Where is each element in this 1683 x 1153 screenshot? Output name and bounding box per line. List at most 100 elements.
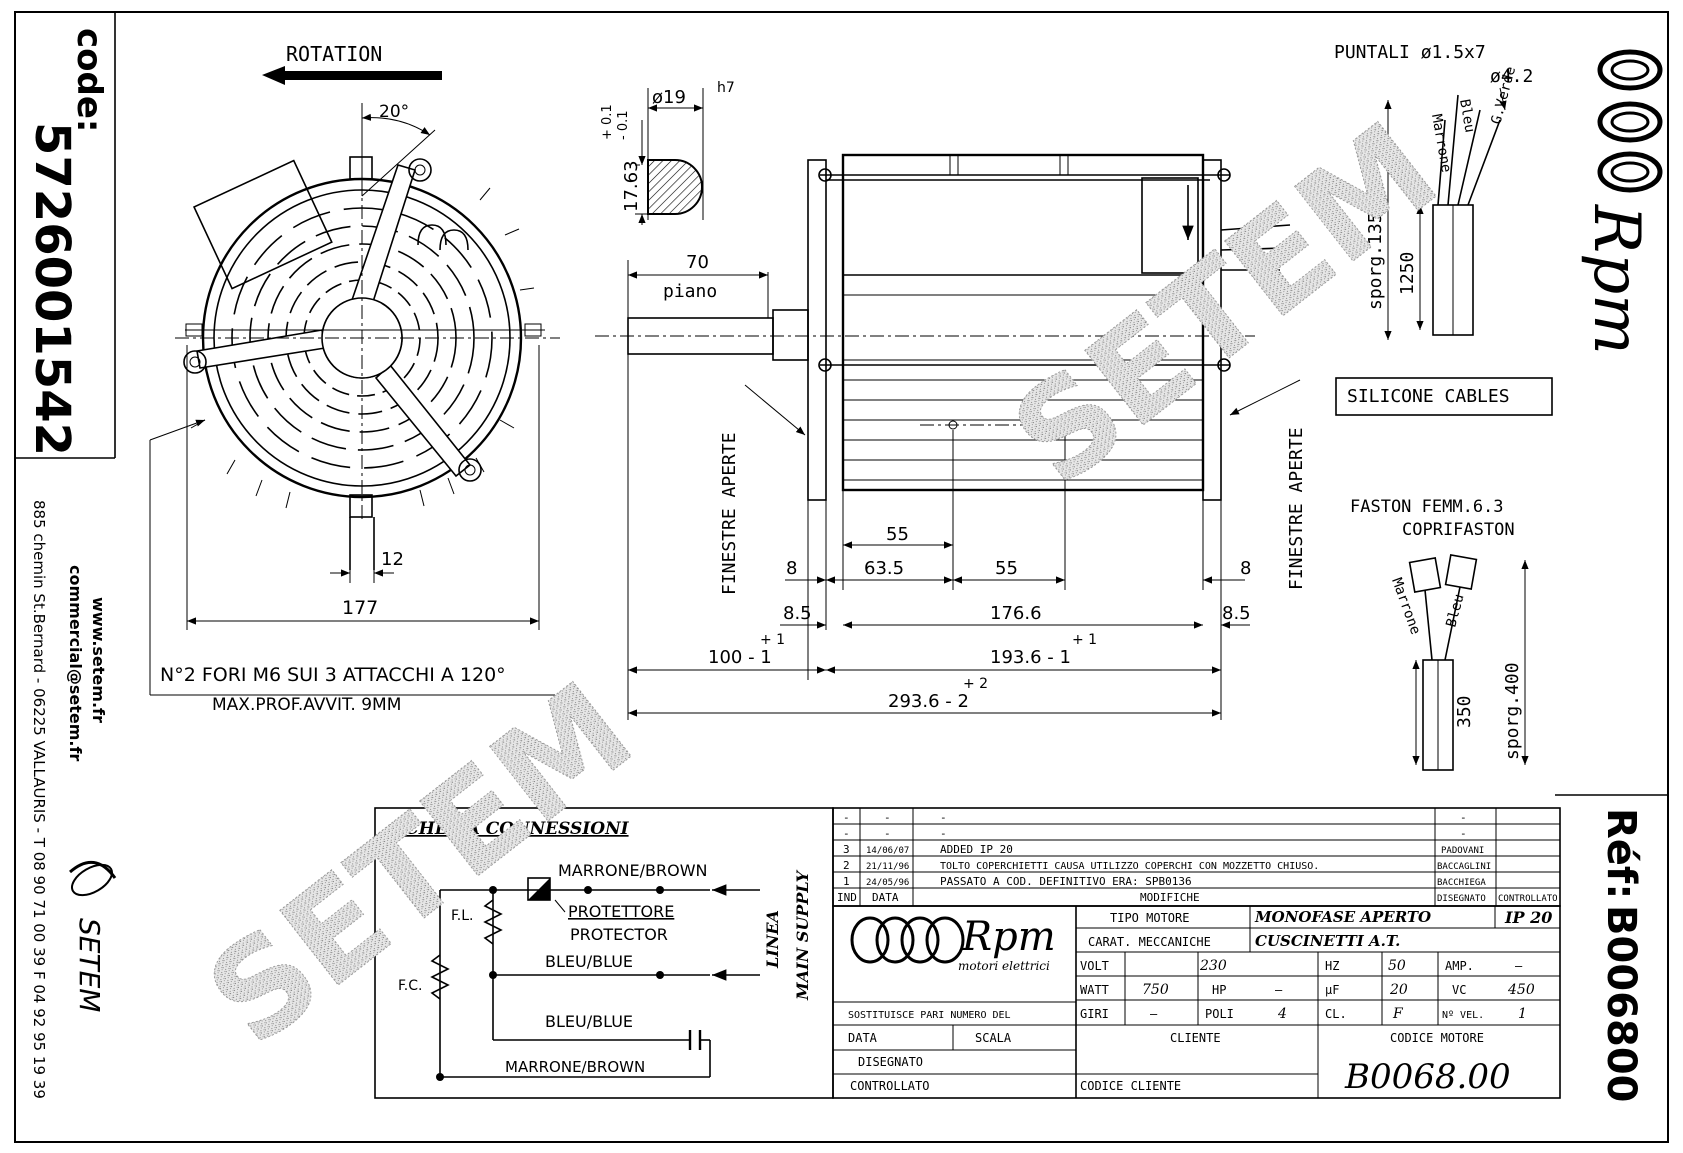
dim-70: 70 (686, 252, 709, 273)
tipo-motore-value: MONOFASE APERTO (1254, 908, 1431, 926)
sporg-400: sporg.400 (1502, 662, 1523, 760)
volt-label: VOLT (1080, 959, 1109, 973)
title-motori: motori elettrici (958, 959, 1050, 973)
dim-293-6: 293.6 - 2 (888, 691, 969, 712)
tipo-motore-label: TIPO MOTORE (1110, 911, 1189, 925)
code-label: code: (69, 28, 109, 133)
rpm-rings-logo (1597, 49, 1663, 193)
vel-value: 1 (1518, 1006, 1527, 1022)
rev-0-text: - (940, 811, 947, 824)
email: commercial@setem.fr (66, 565, 85, 761)
uf-label: µF (1325, 983, 1339, 997)
ip-rating: IP 20 (1504, 908, 1552, 927)
dim-8-5-left: 8.5 (783, 603, 812, 624)
dim-100: 100 - 1 (708, 647, 772, 668)
hz-label: HZ (1325, 959, 1339, 973)
dim-193-6: 193.6 - 1 (990, 647, 1071, 668)
sheet-border (14, 11, 1669, 1143)
rev-4-by: BACCHIEGA (1437, 878, 1486, 888)
uf-value: 20 (1389, 982, 1408, 998)
len-350: 350 (1454, 695, 1475, 728)
rev-4-text: PASSATO A COD. DEFINITIVO ERA: SPB0136 (940, 875, 1192, 888)
rev-header-ind: IND (837, 891, 857, 904)
setem-swoosh-logo (69, 861, 117, 897)
address: 885 chemin St.Bernard - 06225 VALLAURIS … (30, 500, 48, 1099)
mounting-note-2: MAX.PROF.AVVIT. 9MM (212, 695, 401, 715)
fl-label: F.L. (451, 908, 474, 924)
dim-63-5: 63.5 (864, 558, 904, 579)
rev-1-by: - (1460, 827, 1467, 840)
volt-value: 230 (1199, 958, 1227, 974)
rev-2-date: 14/06/07 (866, 846, 909, 856)
rev-3-date: 21/11/96 (866, 862, 909, 872)
piano-label: piano (663, 281, 717, 302)
dim-193-tol-up: + 1 (1072, 632, 1097, 648)
giri-value: — (1150, 1007, 1158, 1021)
rev-header-controllato: CONTROLLATO (1498, 894, 1558, 904)
shaft-section-detail: ø19 h7 17.63 + 0.1 - 0.1 (600, 80, 735, 225)
amp-label: AMP. (1445, 959, 1474, 973)
poli-value: 4 (1277, 1006, 1287, 1022)
angle-label: 20° (379, 102, 409, 122)
finestre-aperte-right: FINESTRE APERTE (1286, 427, 1307, 590)
rev-3-ind: 2 (843, 859, 850, 872)
marrone-brown-bottom: MARRONE/BROWN (505, 1058, 645, 1076)
rev-header-disegnato: DISEGNATO (1437, 894, 1486, 904)
dim-100-tol-up: + 1 (760, 632, 785, 648)
hz-value: 50 (1388, 958, 1406, 974)
data-label: DATA (848, 1031, 878, 1045)
dim-8-right: 8 (1240, 558, 1251, 579)
wire-bleu: Bleu (1456, 98, 1478, 134)
shaft-tol-upper: + 0.1 (600, 104, 615, 140)
cl-value: F (1392, 1006, 1404, 1022)
controllato-label: CONTROLLATO (850, 1079, 929, 1093)
dim-8-left: 8 (786, 558, 797, 579)
rev-0-by: - (1460, 811, 1467, 824)
rev-2-text: ADDED IP 20 (940, 843, 1013, 856)
disegnato-label: DISEGNATO (858, 1055, 923, 1069)
cliente-label: CLIENTE (1170, 1031, 1221, 1045)
rev-2-by: PADOVANI (1441, 846, 1484, 856)
puntali-label: PUNTALI ø1.5x7 (1334, 42, 1486, 63)
vel-label: Nº VEL. (1442, 1010, 1484, 1021)
rev-header-date: DATA (872, 891, 899, 904)
revision-table: - - - - - - - - 3 14/06/07 ADDED IP 20 P… (832, 807, 1561, 907)
wire2-bleu: Bleu (1443, 592, 1467, 629)
sporg-1350: sporg.1350 (1365, 202, 1386, 310)
hp-label: HP (1212, 983, 1226, 997)
ref-label: Réf: (1598, 808, 1644, 899)
giri-label: GIRI (1080, 1007, 1109, 1021)
title-rings-logo (850, 916, 965, 964)
linea-label: LINEA (763, 910, 782, 969)
rotation-arrow-icon (262, 66, 442, 85)
brand-name: SETEM (73, 918, 106, 1012)
shaft-diameter: ø19 (652, 87, 686, 108)
shaft-value: 17.63 (621, 160, 642, 212)
dim-8-5-right: 8.5 (1222, 603, 1251, 624)
watt-label: WATT (1080, 983, 1109, 997)
dim-177: 177 (342, 597, 378, 619)
shaft-fit: h7 (717, 80, 735, 96)
wire2-marrone: Marrone (1388, 576, 1423, 637)
protector-label: PROTECTOR (570, 925, 668, 944)
codice-cliente-label: CODICE CLIENTE (1080, 1079, 1181, 1093)
side-view: 70 piano (595, 153, 1307, 720)
cl-label: CL. (1325, 1007, 1347, 1021)
rev-2-ind: 3 (843, 843, 850, 856)
rpm-logo-column: Rpm Réf: B006800 (1555, 49, 1668, 1102)
vc-label: VC (1452, 983, 1466, 997)
fc-label: F.C. (398, 978, 422, 994)
coprifaston-label: COPRIFASTON (1402, 520, 1515, 540)
poli-label: POLI (1205, 1007, 1234, 1021)
rev-4-ind: 1 (843, 875, 850, 888)
protettore-label: PROTETTORE (568, 902, 674, 921)
dim-176-6: 176.6 (990, 603, 1042, 624)
rev-1-text: - (940, 827, 947, 840)
title-rpm: Rpm (961, 914, 1056, 960)
ref-value: B006800 (1598, 905, 1644, 1102)
side-panel: code: 5726001542 www.setem.fr commercial… (15, 12, 117, 1099)
rotation-label: ROTATION (286, 42, 382, 66)
front-view: ROTATION 20° (149, 42, 560, 715)
rev-4-date: 24/05/96 (866, 878, 909, 888)
